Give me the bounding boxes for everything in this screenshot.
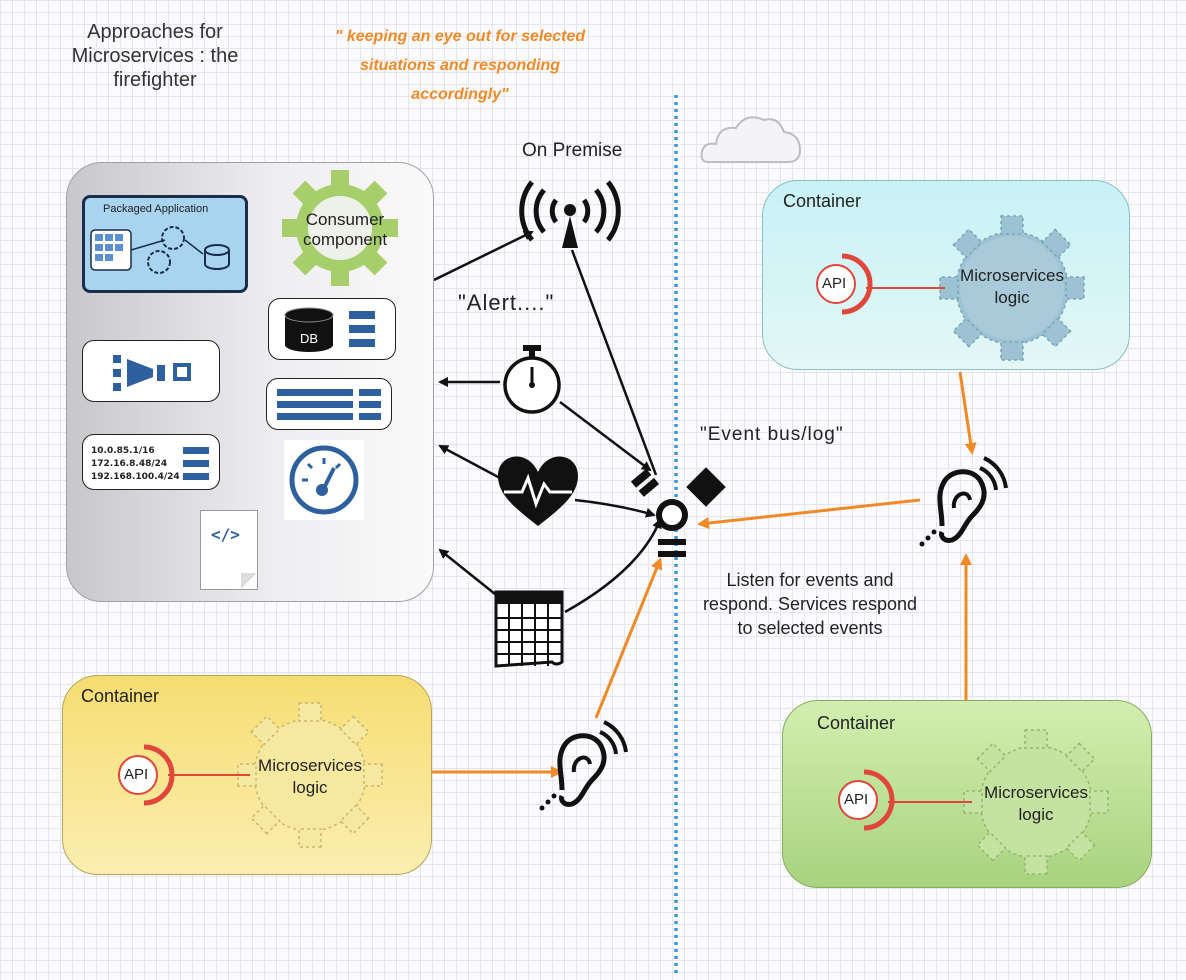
consumer-gear-icon	[282, 170, 398, 286]
list-card[interactable]	[266, 378, 392, 430]
green-api-icon	[838, 769, 895, 831]
integration-flow-icon	[113, 355, 191, 391]
diagram-title: Approaches for Microservices : the firef…	[71, 21, 239, 91]
database-card[interactable]: DB	[268, 298, 396, 360]
yellow-api-icon	[118, 744, 175, 806]
arrow-calendar-to-bus	[564, 518, 662, 614]
listen-description: Listen for events and respond. Services …	[702, 570, 918, 638]
green-logic-label: Microservices logic	[984, 783, 1088, 824]
on-premise-label: On Premise	[522, 140, 623, 161]
page-fold-icon	[241, 573, 257, 589]
event-bus-label: "Event bus/log"	[700, 424, 844, 445]
green-api-label: API	[844, 791, 869, 808]
container-yellow-label: Container	[81, 686, 160, 706]
arrow-antenna-to-bus	[570, 249, 658, 476]
yellow-api-label: API	[124, 766, 149, 783]
blue-logic-label: Microservices logic	[960, 266, 1064, 307]
heart-monitor-icon	[498, 456, 578, 526]
ip-address-card[interactable]: 10.0.85.1/16 172.16.8.48/24 192.168.100.…	[82, 434, 220, 490]
consumer-component-label: Consumer component	[302, 210, 388, 249]
alert-label: "Alert...."	[458, 290, 555, 315]
arrow-heart-to-bus	[574, 498, 656, 518]
arrow-stopwatch-to-bus	[559, 401, 652, 472]
blue-gear-icon	[939, 215, 1085, 361]
db-label: DB	[300, 331, 319, 346]
container-blue-label: Container	[783, 191, 862, 211]
integration-card[interactable]	[82, 340, 220, 402]
blue-api-icon	[816, 253, 873, 315]
ip-list-icon	[183, 447, 209, 480]
calendar-icon	[494, 590, 564, 668]
gauge-icon	[289, 445, 359, 515]
arrow-heart-to-app	[438, 444, 501, 480]
ear-icon-bottom	[539, 720, 628, 811]
packaged-app-illustration	[90, 226, 230, 274]
database-icon	[284, 307, 375, 352]
ear-icon-right	[919, 456, 1008, 547]
tagline-quote: " keeping an eye out for selected situat…	[334, 28, 586, 103]
packaged-application-label: Packaged Application	[103, 203, 209, 215]
code-document-card[interactable]: </>	[200, 510, 258, 590]
yellow-logic-label: Microservices logic	[258, 756, 362, 797]
container-green-label: Container	[817, 713, 896, 733]
ip-line-3: 192.168.100.4/24	[91, 472, 180, 482]
stopwatch-icon	[503, 345, 561, 414]
code-symbol: </>	[211, 525, 240, 544]
ip-line-2: 172.16.8.48/24	[91, 459, 168, 469]
arrow-app-to-antenna	[433, 230, 534, 282]
event-bus-icon	[630, 467, 726, 557]
arrow-ear-to-bus	[594, 557, 663, 719]
antenna-icon	[519, 180, 621, 248]
arrow-calendar-to-app	[438, 548, 501, 599]
blue-api-label: API	[822, 275, 847, 292]
ip-line-1: 10.0.85.1/16	[91, 446, 155, 456]
green-gear-icon	[963, 729, 1109, 875]
arrow-ear-to-bus-right	[697, 498, 921, 529]
arrow-blue-to-ear	[958, 371, 977, 455]
list-icon	[277, 389, 381, 420]
packaged-application-card[interactable]: Packaged Application	[82, 195, 248, 293]
gauge-card[interactable]	[284, 440, 364, 520]
cloud-icon	[700, 116, 802, 163]
yellow-gear-icon	[237, 702, 383, 848]
